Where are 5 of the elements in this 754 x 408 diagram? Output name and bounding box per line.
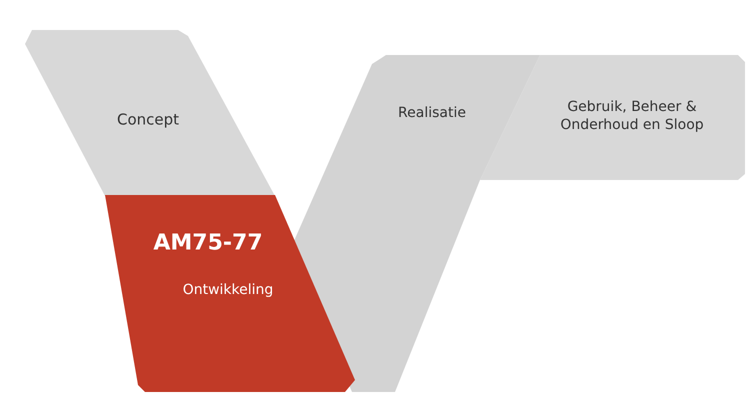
phase-label: Concept xyxy=(116,110,180,130)
phase-label: Gebruik, Beheer & Onderhoud en Sloop xyxy=(559,98,705,134)
phase-label: Ontwikkeling xyxy=(182,280,274,300)
code-label: AM75-77 xyxy=(152,230,264,258)
phase-label: Realisatie xyxy=(397,104,467,122)
